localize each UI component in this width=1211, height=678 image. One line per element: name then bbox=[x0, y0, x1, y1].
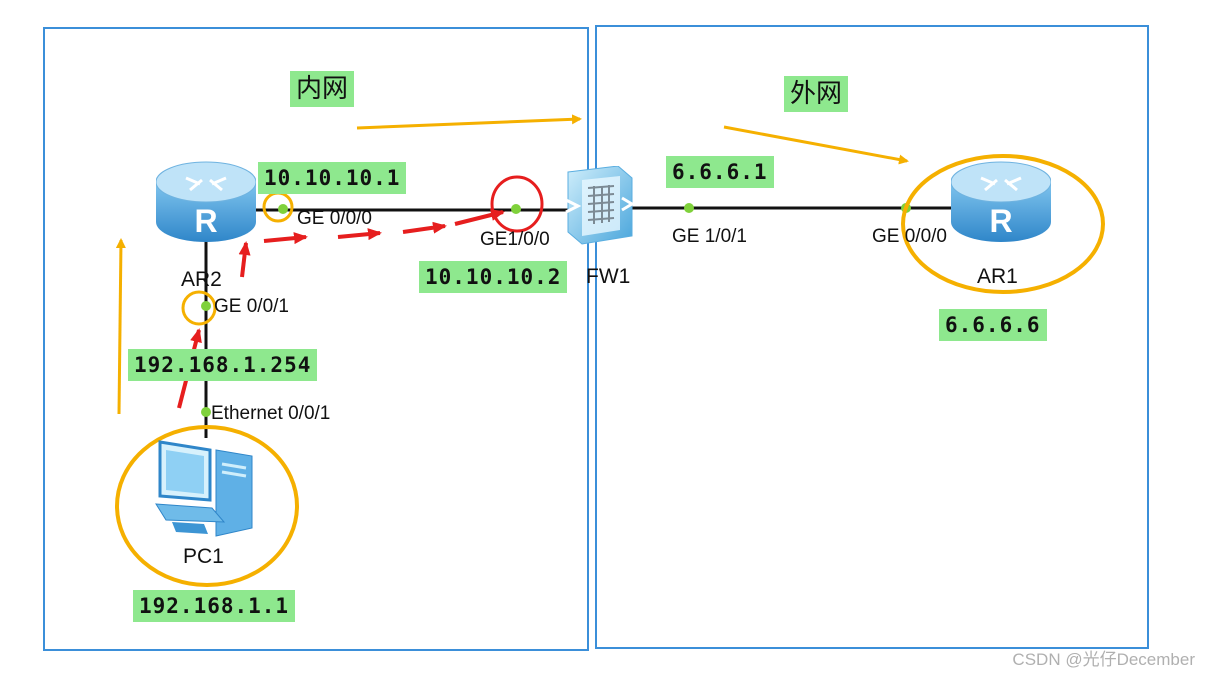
ip-label-ar2-ge000: 10.10.10.1 bbox=[258, 162, 407, 194]
svg-text:R: R bbox=[989, 203, 1012, 239]
ip-label-fw1-ge101: 6.6.6.1 bbox=[666, 156, 774, 188]
highlight-ar2-ge001 bbox=[181, 290, 217, 326]
outer-network-zone bbox=[595, 25, 1149, 649]
ip-label-ar1-ge000: 6.6.6.6 bbox=[939, 309, 1047, 341]
port-dot-ar2-ge001 bbox=[201, 301, 211, 311]
packet-arrow-5 bbox=[402, 221, 447, 234]
port-label-fw1-ge101: GE 1/0/1 bbox=[672, 226, 747, 247]
device-label-fw1: FW1 bbox=[586, 265, 631, 288]
outer-network-label: 外网 bbox=[784, 76, 849, 112]
ip-label-pc1: 192.168.1.1 bbox=[133, 590, 296, 622]
inner-network-zone bbox=[43, 27, 589, 651]
port-label-ar1-ge000: GE 0/0/0 bbox=[872, 226, 947, 247]
watermark: CSDN @光仔December bbox=[1012, 650, 1195, 669]
highlight-fw1-ge100 bbox=[490, 175, 544, 233]
packet-arrow-3 bbox=[263, 232, 308, 245]
packet-arrow-2 bbox=[238, 241, 251, 278]
flow-arrow-outer-to-ar1 bbox=[723, 125, 909, 165]
highlight-ar2-ge000 bbox=[262, 191, 294, 223]
port-label-pc1-eth: Ethernet 0/0/1 bbox=[211, 403, 331, 424]
packet-arrow-4 bbox=[337, 228, 382, 241]
router-icon[interactable]: R bbox=[950, 160, 1052, 250]
highlight-pc1 bbox=[115, 425, 299, 587]
flow-arrow-inner-to-outer bbox=[356, 114, 582, 130]
svg-text:R: R bbox=[194, 203, 217, 239]
highlight-ar1 bbox=[901, 154, 1105, 294]
port-label-fw1-ge100: GE1/0/0 bbox=[480, 229, 550, 250]
device-label-ar1: AR1 bbox=[977, 265, 1018, 288]
flow-arrow-pc-upward bbox=[115, 238, 126, 415]
ip-label-fw1-ge100: 10.10.10.2 bbox=[419, 261, 568, 293]
port-dot-ar2-ge000 bbox=[278, 204, 288, 214]
port-dot-fw1-ge100 bbox=[511, 204, 521, 214]
device-label-ar2: AR2 bbox=[181, 268, 222, 291]
device-label-pc1: PC1 bbox=[183, 545, 224, 568]
pc-icon[interactable] bbox=[152, 438, 262, 546]
inner-network-label: 内网 bbox=[290, 71, 355, 107]
port-label-ar2-ge001: GE 0/0/1 bbox=[214, 296, 289, 317]
port-dot-pc1-eth bbox=[201, 407, 211, 417]
port-label-ar2-ge000: GE 0/0/0 bbox=[297, 208, 372, 229]
router-icon[interactable]: R bbox=[155, 160, 257, 250]
port-dot-fw1-ge101 bbox=[684, 203, 694, 213]
firewall-icon[interactable] bbox=[562, 165, 635, 250]
ip-label-ar2-ge001: 192.168.1.254 bbox=[128, 349, 318, 381]
